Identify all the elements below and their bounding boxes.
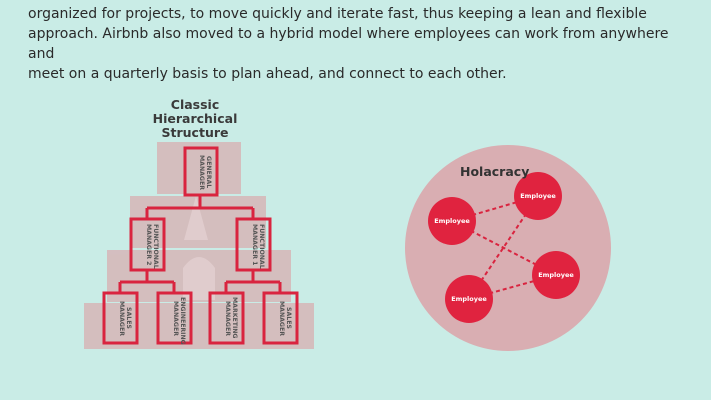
employee-label-3: Employee: [451, 295, 487, 303]
employee-node-4: [532, 251, 580, 299]
engineering-manager-box: [156, 291, 193, 345]
functional-manager-1-box: [235, 217, 272, 272]
hierarchy-title-line-1: Classic: [170, 97, 220, 112]
functional-manager-1-label: FUNCTIONAL MANAGER 1: [251, 224, 265, 269]
general-manager-label: GENERAL MANAGER: [198, 154, 212, 190]
intro-paragraph: organized for projects, to move quickly …: [28, 4, 688, 84]
employee-node-2: [514, 172, 562, 220]
employee-label-4: Employee: [538, 271, 574, 279]
sales-manager-left-label: SALES MANAGER: [118, 300, 132, 336]
sales-manager-right-box: [262, 291, 299, 345]
employee-label-1: Employee: [434, 217, 470, 225]
employee-nodes: [428, 172, 580, 323]
employee-node-3: [445, 275, 493, 323]
employee-node-1: [428, 197, 476, 245]
hierarchy-boxes: [102, 146, 299, 345]
marketing-manager-box: [208, 291, 245, 345]
functional-manager-2-box: [129, 217, 166, 272]
pyramid-arches: [183, 196, 215, 300]
hierarchy-title-line-3: Structure: [161, 125, 229, 140]
sales-manager-left-box: [102, 291, 139, 345]
engineering-manager-label: ENGINEERING MANAGER: [172, 297, 186, 345]
intro-line-2: approach. Airbnb also moved to a hybrid …: [28, 26, 669, 62]
hierarchy-title-line-2: Hierarchical: [152, 111, 238, 126]
hierarchy-title: Classic Hierarchical Structure: [150, 98, 240, 140]
intro-line-1: organized for projects, to move quickly …: [28, 6, 647, 22]
intro-line-3: meet on a quarterly basis to plan ahead,…: [28, 66, 507, 82]
sales-manager-right-label: SALES MANAGER: [278, 300, 292, 336]
hierarchy-connectors: [118, 196, 282, 292]
functional-manager-2-label: FUNCTIONAL MANAGER 2: [145, 224, 159, 269]
employee-label-2: Employee: [520, 192, 556, 200]
holacracy-title: Holacracy: [460, 164, 530, 179]
marketing-manager-label: MARKETING MANAGER: [224, 297, 238, 339]
general-manager-box: [183, 146, 219, 197]
